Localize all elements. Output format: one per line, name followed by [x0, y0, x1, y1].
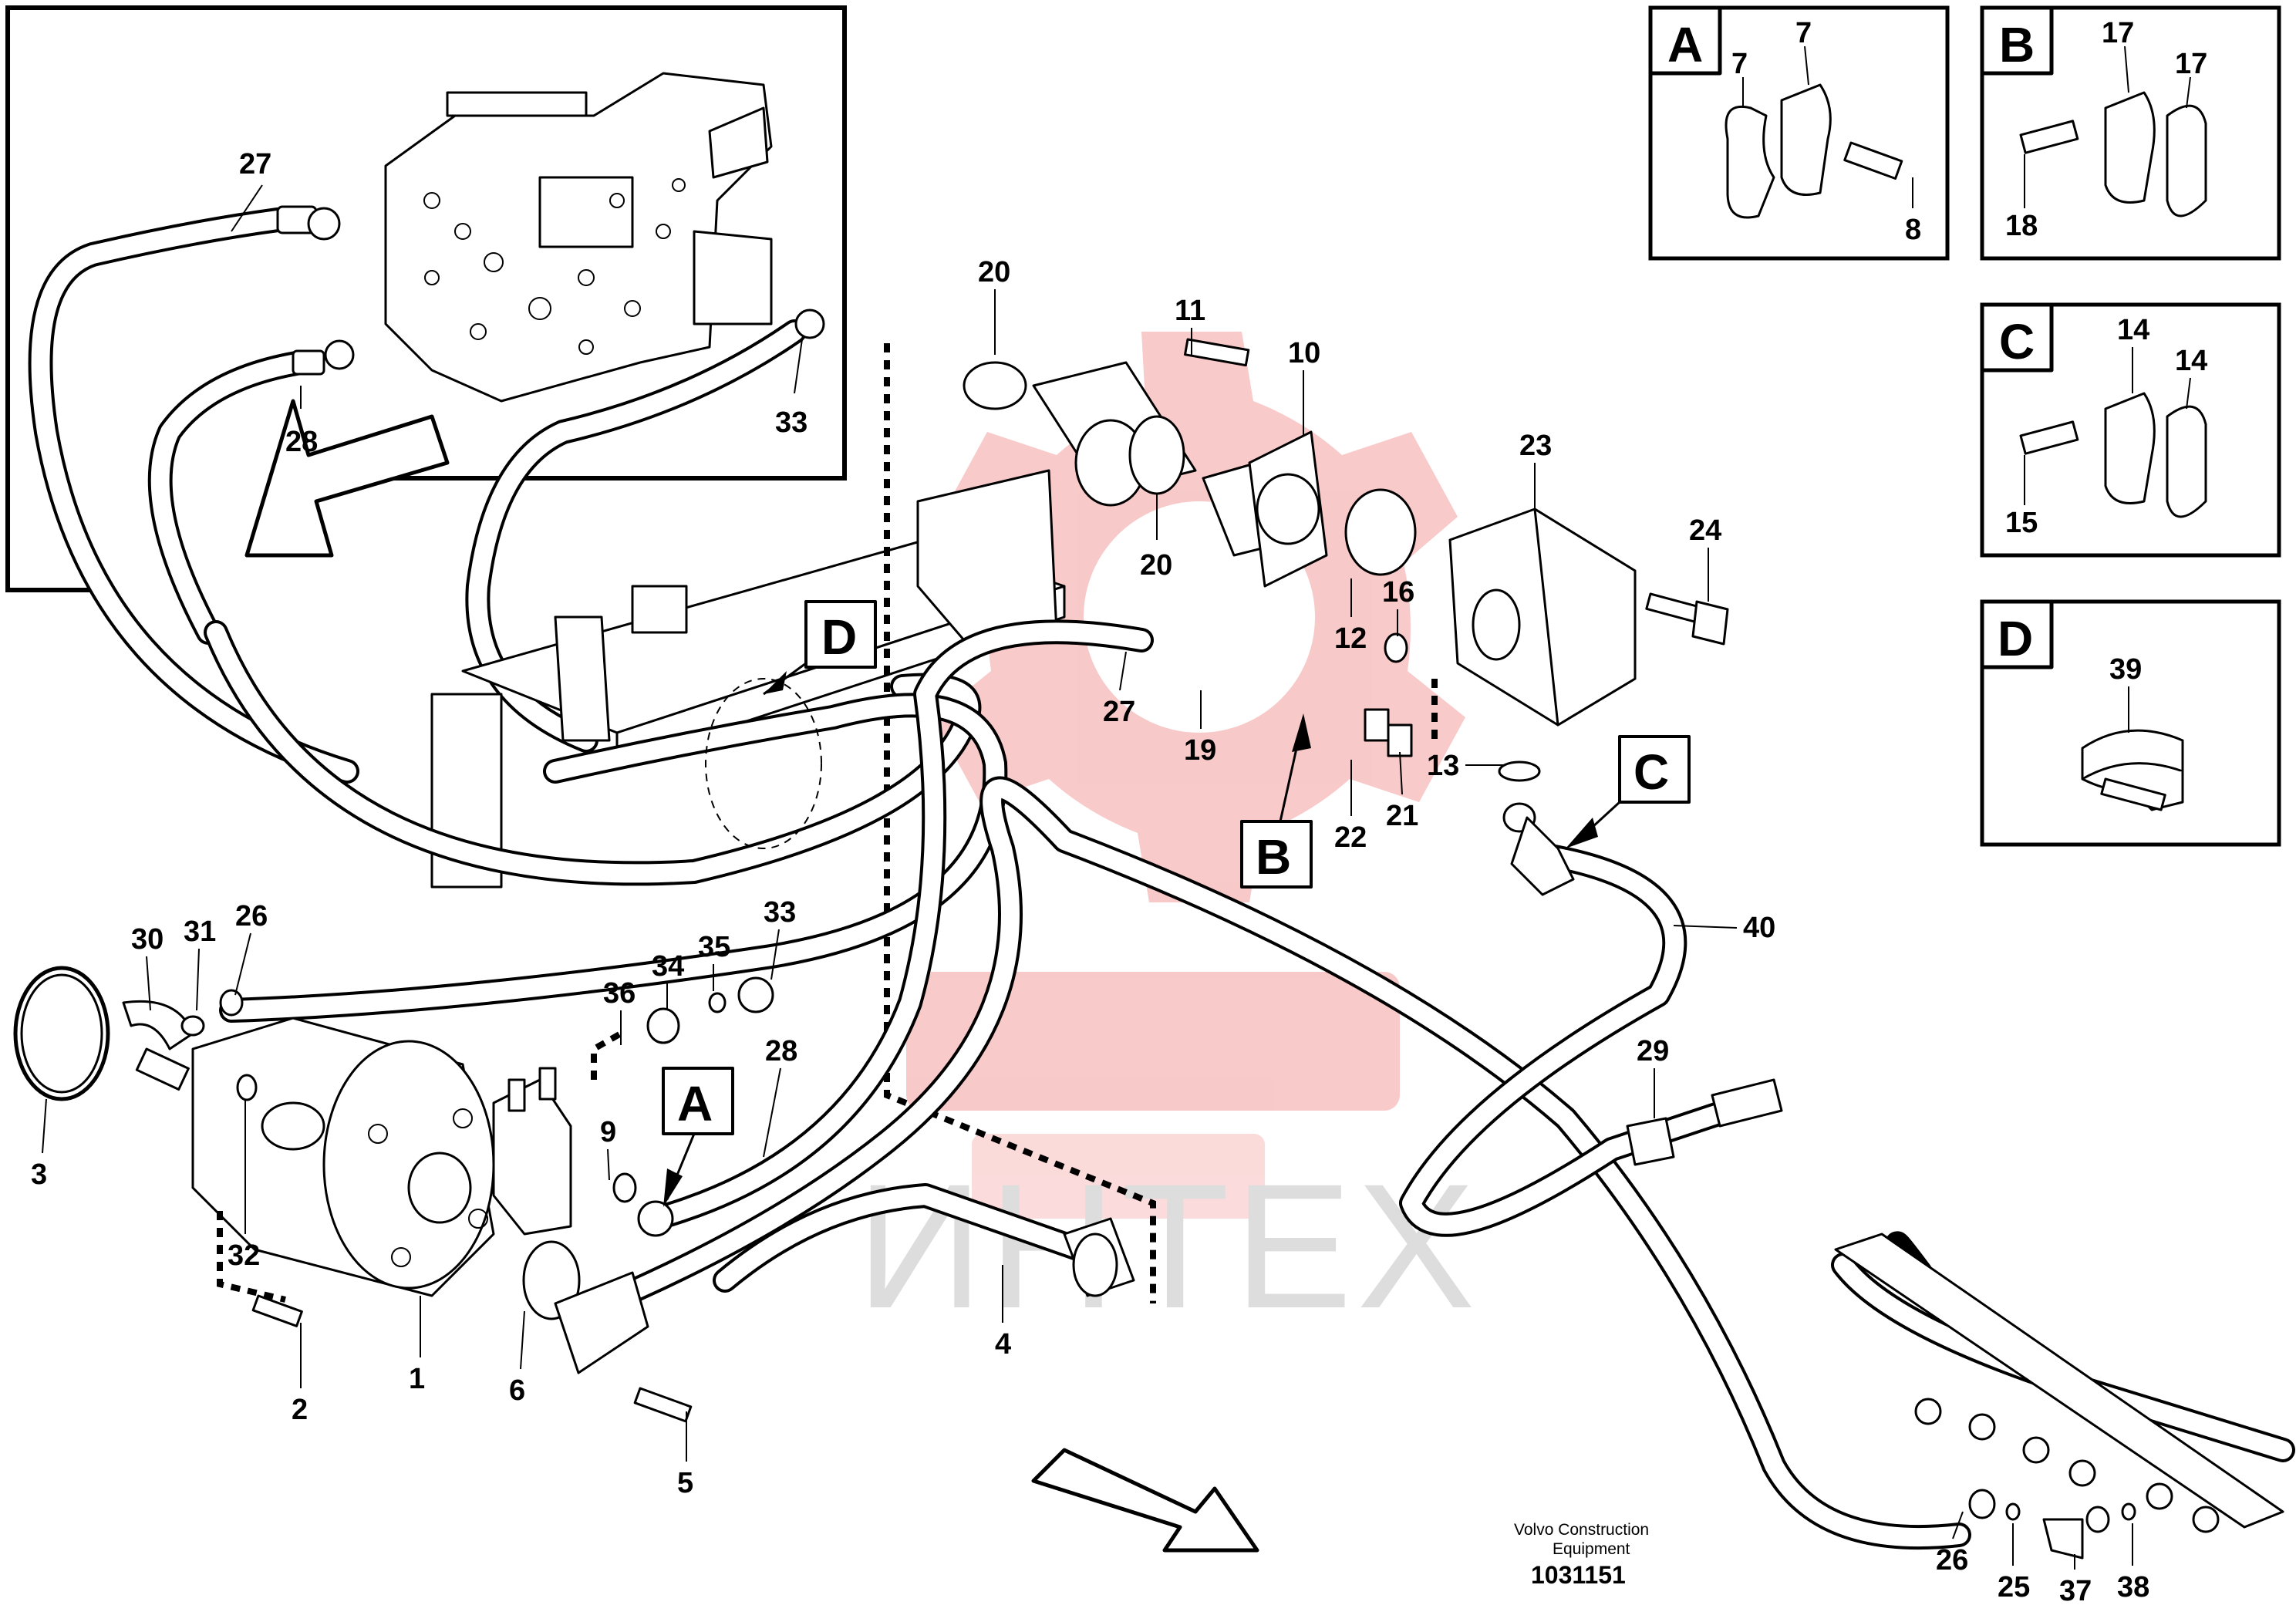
callout-26-right: 26: [1936, 1544, 1968, 1576]
callout-27-main: 27: [1103, 696, 1135, 728]
callout-35: 35: [698, 931, 730, 963]
callout-9: 9: [600, 1116, 616, 1148]
inset-direction-arrow: [244, 399, 450, 558]
main-hoses: [204, 619, 2295, 1550]
callout-21: 21: [1386, 800, 1418, 832]
pipe-assembly: [963, 338, 1729, 896]
detail-box-a: A 7 7 8: [1648, 5, 1950, 261]
detail-box-b: B 17 17 18: [1980, 5, 2281, 261]
footer: Volvo Construction Equipment 1031151: [1514, 1521, 1649, 1589]
callout-20-top: 20: [978, 256, 1010, 288]
frame-beam: [430, 469, 1066, 889]
main-callouts: 20 11 10 23 24 20 12 16 27 19 13 22 21 4…: [31, 256, 2149, 1607]
footer-line-2: Equipment: [1553, 1540, 1630, 1558]
watermark-gear-bar: [906, 972, 1400, 1111]
callout-25: 25: [1998, 1571, 2030, 1603]
callout-inset-27: 27: [239, 148, 271, 180]
callout-b-18: 18: [2005, 210, 2038, 242]
callout-16: 16: [1382, 576, 1414, 609]
bracket-5: [554, 1271, 649, 1374]
callout-c-14-right: 14: [2175, 345, 2207, 377]
detail-box-b-letter: B: [1999, 17, 2035, 73]
callout-c-15: 15: [2005, 507, 2038, 539]
view-marker-c: C: [1633, 744, 1669, 800]
callout-26-left: 26: [235, 900, 268, 932]
watermark: ИНТЕХ: [856, 332, 1480, 1345]
o-ring-3: [13, 966, 110, 1101]
detail-box-a-letter: A: [1667, 17, 1703, 73]
callout-1: 1: [409, 1363, 425, 1395]
callout-37: 37: [2059, 1575, 2092, 1607]
detail-box-d: D 39: [1980, 599, 2281, 847]
callout-36: 36: [603, 977, 636, 1010]
callout-a-8: 8: [1905, 214, 1921, 246]
callout-d-39: 39: [2109, 653, 2142, 686]
footer-number: 1031151: [1531, 1561, 1626, 1589]
callout-24: 24: [1689, 514, 1721, 547]
detail-box-c: C 14 14 15: [1980, 302, 2281, 558]
control-valve-block: [384, 72, 773, 403]
callout-19: 19: [1184, 734, 1216, 767]
inset-view: 27 28 33: [5, 5, 847, 784]
callout-a-7-left: 7: [1731, 48, 1748, 80]
footer-line-1: Volvo Construction: [1514, 1521, 1649, 1539]
callout-3: 3: [31, 1158, 47, 1191]
callout-29: 29: [1637, 1035, 1669, 1067]
callout-b-17-left: 17: [2102, 17, 2134, 49]
callout-inset-33: 33: [775, 406, 807, 439]
detail-box-c-letter: C: [1999, 314, 2035, 369]
callout-34: 34: [652, 950, 684, 983]
manifold-assembly: [1626, 1078, 2284, 1560]
callout-4: 4: [995, 1328, 1011, 1361]
inset-frame: [5, 5, 847, 592]
callout-38: 38: [2117, 1571, 2149, 1603]
callout-11: 11: [1175, 295, 1205, 327]
callout-13: 13: [1427, 750, 1459, 782]
callout-10: 10: [1288, 337, 1320, 369]
watermark-gear-bar-2: [972, 1134, 1265, 1219]
callout-22: 22: [1334, 821, 1367, 854]
callout-31: 31: [184, 916, 216, 948]
callout-40: 40: [1743, 912, 1775, 944]
callout-23: 23: [1519, 430, 1552, 462]
view-marker-b: B: [1256, 829, 1291, 885]
callout-28-main: 28: [765, 1035, 797, 1067]
view-marker-a: A: [677, 1076, 713, 1131]
direction-arrow-bottom: [1031, 1448, 1259, 1553]
callout-c-14-left: 14: [2117, 314, 2149, 346]
callout-inset-28: 28: [285, 426, 318, 458]
watermark-gear-hole: [1084, 501, 1315, 733]
callout-b-17-right: 17: [2175, 48, 2207, 80]
pump-assembly: [13, 966, 1135, 1423]
view-marker-d: D: [821, 609, 857, 665]
callout-5: 5: [677, 1467, 693, 1499]
detail-box-d-letter: D: [1998, 611, 2033, 666]
callout-33-main: 33: [764, 896, 796, 929]
view-markers: D B C A: [662, 600, 1691, 1207]
callout-a-7-right: 7: [1795, 17, 1812, 49]
callout-2: 2: [292, 1394, 308, 1426]
callout-32: 32: [228, 1239, 260, 1272]
callout-12: 12: [1334, 622, 1367, 655]
watermark-gear-logo: [906, 332, 1465, 1219]
watermark-text: ИНТЕХ: [856, 1147, 1480, 1345]
callout-30: 30: [131, 923, 164, 956]
callout-6: 6: [509, 1374, 525, 1407]
callout-20-lower: 20: [1140, 549, 1172, 582]
break-line-center: [884, 343, 1156, 1303]
